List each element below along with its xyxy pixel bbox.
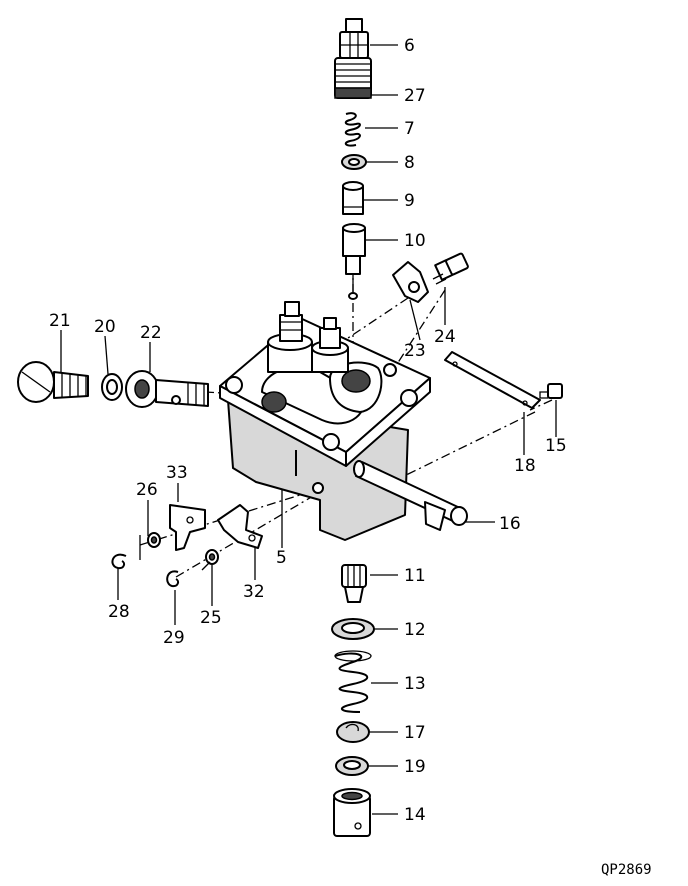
- label-part-10: 10: [404, 231, 426, 251]
- label-part-32: 32: [243, 582, 265, 602]
- label-part-11: 11: [404, 566, 426, 586]
- label-part-18: 18: [514, 456, 536, 476]
- part-26-bushing: [139, 532, 161, 560]
- label-part-15: 15: [545, 436, 567, 456]
- label-part-14: 14: [404, 805, 426, 825]
- part-21-eye-bolt: [17, 361, 89, 403]
- part-6-delivery-valve-holder: [339, 18, 369, 59]
- label-part-33: 33: [166, 463, 188, 483]
- part-7-spring: [344, 112, 361, 147]
- part-10-plunger: [342, 223, 366, 300]
- part-20-washer: [101, 373, 123, 401]
- label-part-9: 9: [404, 191, 415, 211]
- label-part-5: 5: [276, 548, 287, 568]
- label-part-24: 24: [434, 327, 456, 347]
- label-part-7: 7: [404, 119, 415, 139]
- part-27-threaded-body: [334, 57, 372, 99]
- part-11-nut: [341, 564, 367, 603]
- drawing-code: QP2869: [601, 862, 652, 878]
- part-18-plate: [444, 351, 541, 409]
- label-part-17: 17: [404, 723, 426, 743]
- part-22-banjo-fitting: [125, 370, 209, 408]
- label-part-21: 21: [49, 311, 71, 331]
- part-23-bracket: [392, 261, 429, 303]
- part-24-bolt: [432, 252, 469, 285]
- part-17-spring-seat: [336, 721, 370, 743]
- label-part-28: 28: [108, 602, 130, 622]
- part-28-clip: [111, 553, 127, 570]
- label-part-16: 16: [499, 514, 521, 534]
- label-part-13: 13: [404, 674, 426, 694]
- part-8-washer: [341, 154, 367, 170]
- part-12-seat: [331, 618, 375, 640]
- part-32-link: [217, 504, 263, 549]
- injection-pump-body: [219, 301, 431, 541]
- label-part-12: 12: [404, 620, 426, 640]
- label-part-25: 25: [200, 608, 222, 628]
- label-part-23: 23: [404, 341, 426, 361]
- part-number-labels: 6 27 7 8 9 10 24 23 21 20 22 15 18 16 33…: [49, 36, 567, 825]
- label-part-22: 22: [140, 323, 162, 343]
- label-part-29: 29: [163, 628, 185, 648]
- part-9-sleeve: [342, 181, 364, 215]
- label-part-8: 8: [404, 153, 415, 173]
- part-19-washer: [335, 756, 369, 776]
- label-part-19: 19: [404, 757, 426, 777]
- part-15-screw: [539, 383, 563, 399]
- part-13-plunger-spring: [334, 650, 372, 713]
- part-25-spring-washer: [201, 549, 219, 571]
- label-part-20: 20: [94, 317, 116, 337]
- label-part-26: 26: [136, 480, 158, 500]
- part-5-pin: [295, 450, 324, 494]
- part-14-tappet: [333, 788, 371, 837]
- leader-lines: [60, 44, 557, 815]
- part-16-control-rod: [353, 460, 468, 531]
- part-33-lever-plate: [169, 504, 206, 551]
- label-part-27: 27: [404, 86, 426, 106]
- label-part-6: 6: [404, 36, 415, 56]
- part-29-clip: [166, 570, 180, 588]
